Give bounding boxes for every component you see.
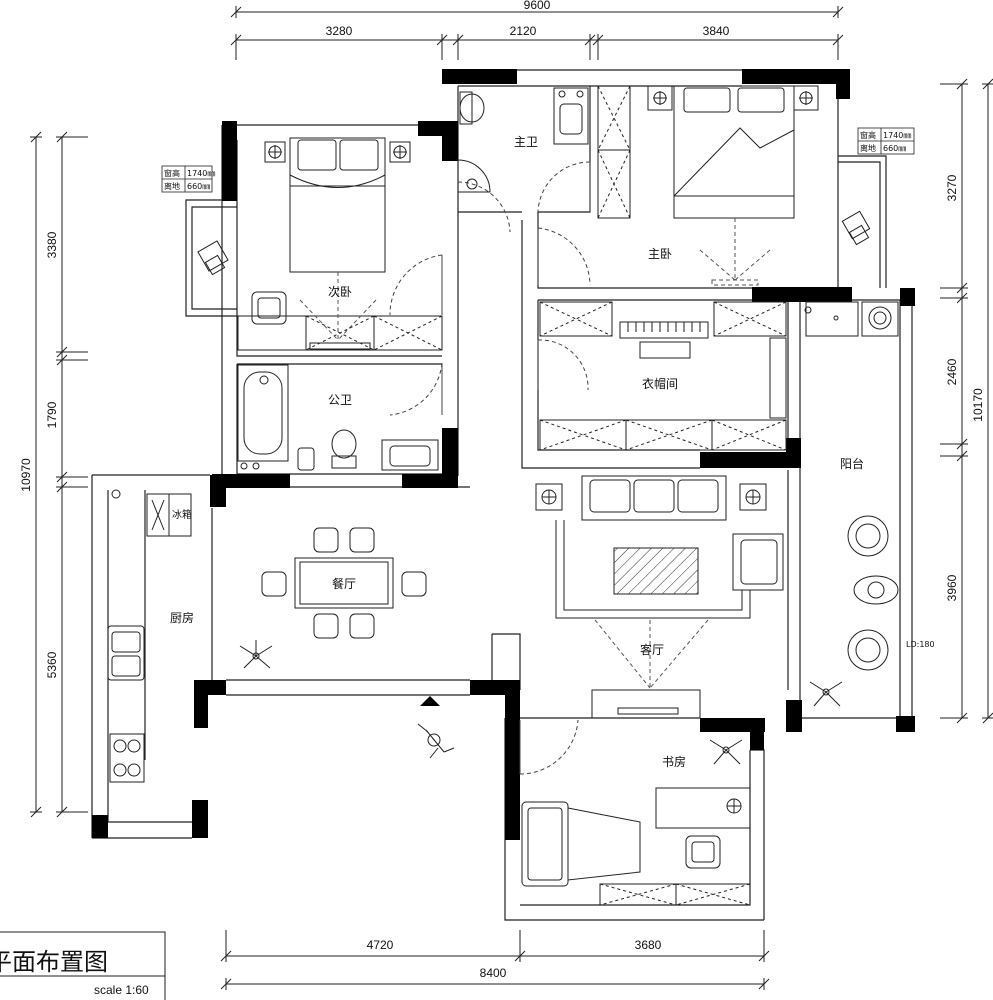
sofa-icon — [581, 475, 727, 521]
dining-chair-icon — [261, 527, 427, 639]
room-label-master-bedroom: 主卧 — [648, 247, 672, 261]
cloakroom-cabinets — [539, 301, 787, 451]
dim-left-1: 3380 — [45, 231, 59, 258]
window-note-2 — [857, 127, 915, 155]
dim-bottom-2: 3680 — [635, 938, 662, 952]
desk-icon — [655, 787, 751, 869]
dim-top-3: 3840 — [703, 24, 730, 38]
entrance-arrow-icon — [420, 696, 440, 706]
second-bedroom-bed — [289, 137, 386, 273]
nightstand-lamp-icon — [264, 141, 411, 163]
lounge-chair-icon — [732, 533, 784, 591]
master-nightstand-lamp-icon — [647, 85, 819, 111]
plant-icon — [239, 640, 273, 669]
dim-left-2: 1790 — [45, 401, 59, 428]
dim-top-1: 3280 — [326, 24, 353, 38]
structural-columns — [92, 69, 915, 840]
drawing-scale: scale 1:60 — [94, 983, 149, 997]
room-label-second-bedroom: 次卧 — [328, 285, 352, 299]
room-label-cloakroom: 衣帽间 — [642, 376, 678, 391]
dim-top-total: 9600 — [524, 0, 551, 12]
dim-right-2: 2460 — [945, 358, 959, 385]
dim-bottom-total: 8400 — [480, 966, 507, 980]
tv-viewline-living — [594, 619, 709, 689]
room-label-master-bath: 主卫 — [514, 135, 538, 149]
window-note-1 — [161, 165, 213, 193]
living-plant-icon — [809, 681, 843, 707]
room-label-balcony: 阳台 — [840, 456, 864, 471]
room-label-dining: 餐厅 — [332, 576, 356, 591]
armchair-icon — [251, 291, 287, 325]
master-bed — [673, 85, 795, 219]
living-rug — [555, 520, 751, 619]
bay-window-cushion-icon — [197, 240, 229, 276]
dim-right-total: 10170 — [971, 388, 985, 422]
balcony-fixtures — [804, 301, 899, 337]
dim-top-2: 2120 — [510, 24, 537, 38]
sill-height-label-1: 离地 — [164, 181, 180, 191]
fridge-icon — [146, 493, 192, 537]
master-bay-cushion-icon — [841, 210, 871, 246]
tv-viewline-second-bedroom — [299, 272, 377, 341]
room-label-kitchen: 厨房 — [170, 610, 194, 625]
sill-height-value-2: 660㎜ — [883, 144, 906, 153]
wardrobe-second-bedroom — [237, 315, 443, 351]
title-block — [0, 931, 166, 1000]
balcony-door-label: LD:180 — [906, 640, 935, 649]
dimension-lines — [30, 6, 993, 990]
dim-bottom-1: 4720 — [367, 938, 394, 952]
master-bath-fixtures — [457, 87, 589, 193]
sill-height-value-1: 660㎜ — [187, 182, 210, 191]
fridge-label: 冰箱 — [172, 508, 192, 521]
dimension-texts: 9600 3280 2120 3840 10970 3380 1790 5360… — [19, 0, 985, 980]
window-height-value-2: 1740㎜ — [883, 131, 911, 140]
dim-left-3: 5360 — [45, 651, 59, 678]
dim-right-3: 3960 — [945, 574, 959, 601]
door-leaves — [441, 162, 591, 774]
room-label-study: 书房 — [662, 754, 686, 769]
study-sofa-icon — [521, 801, 641, 887]
person-icon — [417, 723, 455, 759]
kitchen-counter — [107, 489, 145, 783]
window-height-label-2: 窗高 — [860, 130, 876, 140]
coffee-table-icon — [613, 547, 699, 595]
room-label-public-bath: 公卫 — [328, 393, 352, 407]
dim-left-total: 10970 — [19, 458, 33, 492]
master-wardrobe — [597, 85, 631, 219]
dining-table — [294, 557, 394, 609]
sill-height-label-2: 离地 — [860, 143, 876, 153]
public-bath-fixtures — [237, 364, 439, 471]
tv-viewline-master — [699, 218, 771, 286]
side-table-lamp-icon — [535, 483, 767, 511]
drawing-title: 平面布置图 — [0, 948, 108, 976]
balcony-table-icon — [853, 575, 899, 605]
study-plant-icon — [709, 739, 743, 765]
window-height-value-1: 1740㎜ — [187, 169, 215, 178]
room-label-living: 客厅 — [640, 642, 664, 657]
bookshelf-icon — [599, 883, 751, 906]
window-height-label-1: 窗高 — [164, 168, 180, 178]
tv-cabinet-living — [591, 689, 701, 719]
dim-right-1: 3270 — [945, 174, 959, 201]
balcony-chair-icon — [847, 515, 889, 671]
